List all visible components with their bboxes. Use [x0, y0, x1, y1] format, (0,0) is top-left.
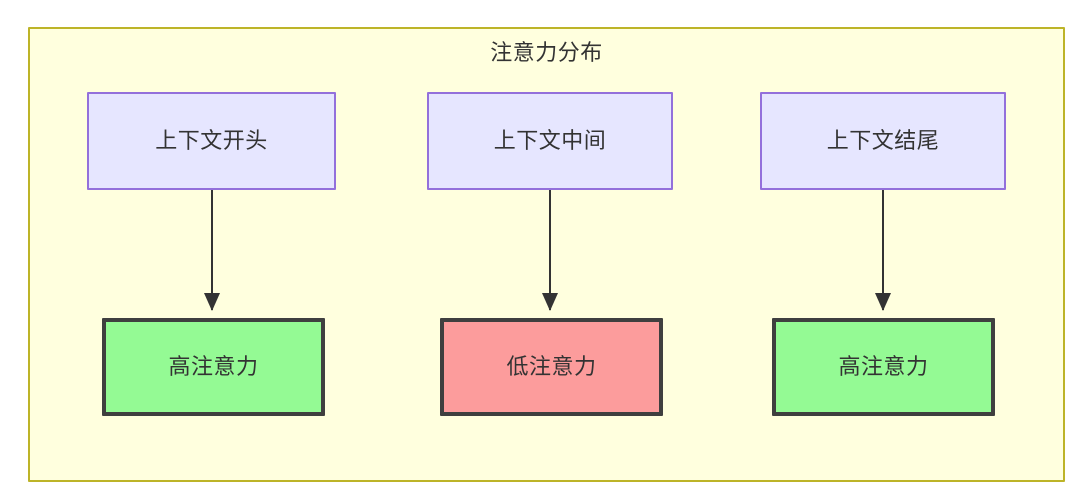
node-context-start[interactable]: 上下文开头	[87, 92, 336, 190]
node-context-middle-label: 上下文中间	[493, 127, 607, 153]
node-low-attention-middle[interactable]: 低注意力	[440, 318, 663, 416]
node-high-attention-end-label: 高注意力	[838, 353, 929, 379]
subgraph-title: 注意力分布	[490, 40, 603, 65]
node-context-middle[interactable]: 上下文中间	[427, 92, 673, 190]
node-high-attention-start[interactable]: 高注意力	[102, 318, 325, 416]
node-context-end-label: 上下文结尾	[826, 127, 940, 153]
node-context-start-label: 上下文开头	[155, 127, 268, 153]
node-high-attention-start-label: 高注意力	[168, 353, 259, 379]
node-high-attention-end[interactable]: 高注意力	[772, 318, 995, 416]
node-low-attention-middle-label: 低注意力	[506, 353, 597, 379]
node-context-end[interactable]: 上下文结尾	[760, 92, 1006, 190]
